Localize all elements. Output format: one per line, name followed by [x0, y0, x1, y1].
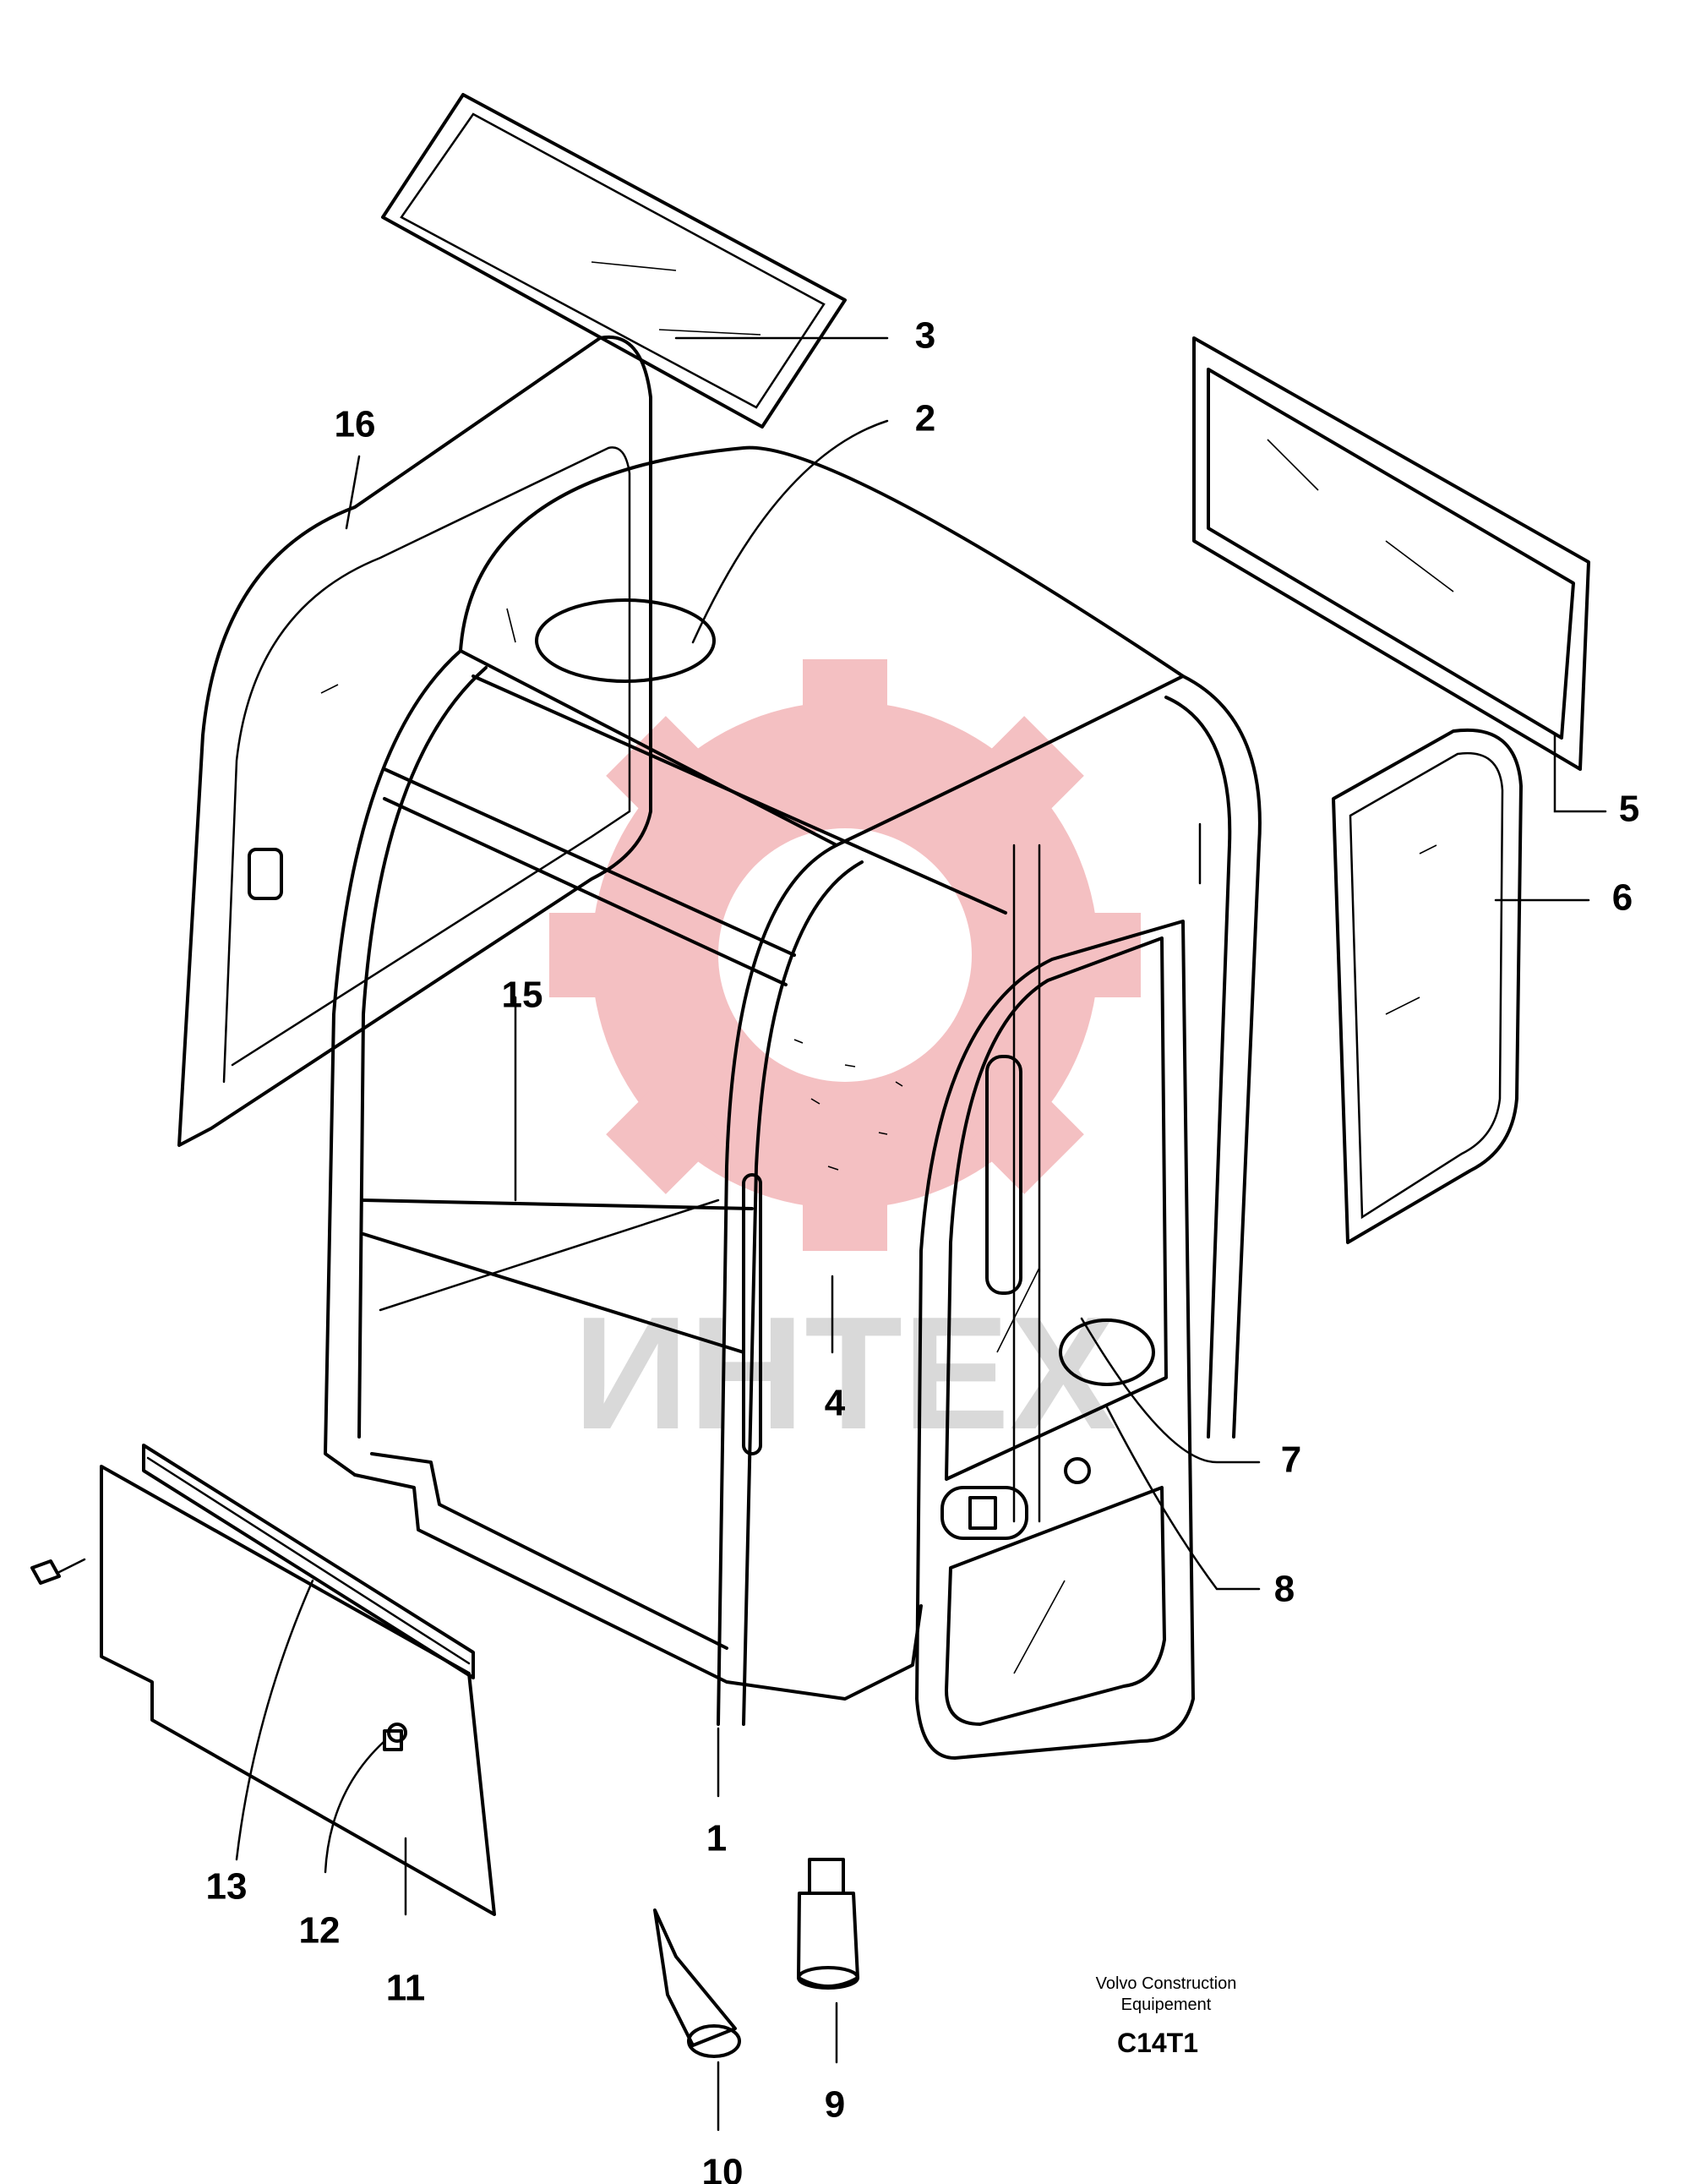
callout-1: 1	[706, 1818, 727, 1859]
part-10-plug	[653, 1908, 741, 2058]
leader-lines	[235, 336, 1607, 2132]
callout-2: 2	[915, 398, 935, 440]
back-wall-texture	[793, 1039, 903, 1171]
watermark-text: ИНТЕХ	[573, 1284, 1116, 1463]
callout-labels: 1 2 3 4 5 6 7 8 9 10 11 12 13 15 16	[206, 315, 1640, 2184]
callout-4: 4	[825, 1383, 846, 1424]
callout-10: 10	[702, 2152, 744, 2184]
footer-note: Volvo Construction Equipement C14T1	[1096, 1974, 1237, 2058]
right-side-window	[1332, 728, 1523, 1244]
roof-hatch-opening	[535, 598, 716, 683]
callout-9: 9	[825, 2084, 845, 2126]
cab-frame	[324, 445, 1262, 1726]
watermark-gear-icon	[549, 659, 1141, 1251]
callout-5: 5	[1619, 789, 1639, 830]
callout-6: 6	[1612, 877, 1633, 919]
callout-16: 16	[335, 404, 376, 445]
callout-3: 3	[915, 315, 935, 357]
company-name-line1: Volvo Construction	[1096, 1974, 1237, 1993]
callout-15: 15	[502, 975, 543, 1016]
rear-window	[1192, 336, 1590, 771]
callout-12: 12	[299, 1910, 341, 1952]
left-side-door	[177, 335, 652, 1147]
front-door	[915, 920, 1195, 1760]
callout-11: 11	[386, 1968, 426, 2009]
callout-7: 7	[1281, 1439, 1301, 1481]
part-9-bushing	[797, 1858, 859, 1990]
watermark: ИНТЕХ	[549, 659, 1141, 1463]
lower-side-panel	[30, 1444, 496, 1916]
roof-glass	[381, 93, 847, 429]
company-name-line2: Equipement	[1121, 1996, 1212, 2014]
callout-13: 13	[206, 1866, 248, 1908]
diagram-code: C14T1	[1117, 2028, 1198, 2058]
callout-8: 8	[1274, 1569, 1295, 1610]
door-speaker-opening	[1059, 1319, 1155, 1386]
